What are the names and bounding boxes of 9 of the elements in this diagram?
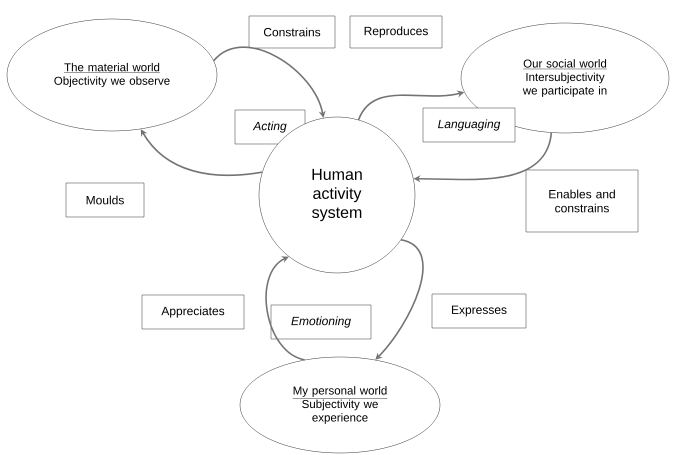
curved-arrow (265, 256, 306, 361)
label-box: Moulds (66, 182, 144, 218)
label-box: Expresses (432, 294, 526, 328)
label-box: Appreciates (142, 294, 244, 330)
label-box: Enables and constrains (526, 170, 638, 232)
label-box: Emotioning (270, 304, 372, 340)
label-box: Reproduces (350, 16, 442, 48)
label-box: Constrains (248, 16, 336, 48)
label-box: Languaging (422, 108, 516, 142)
